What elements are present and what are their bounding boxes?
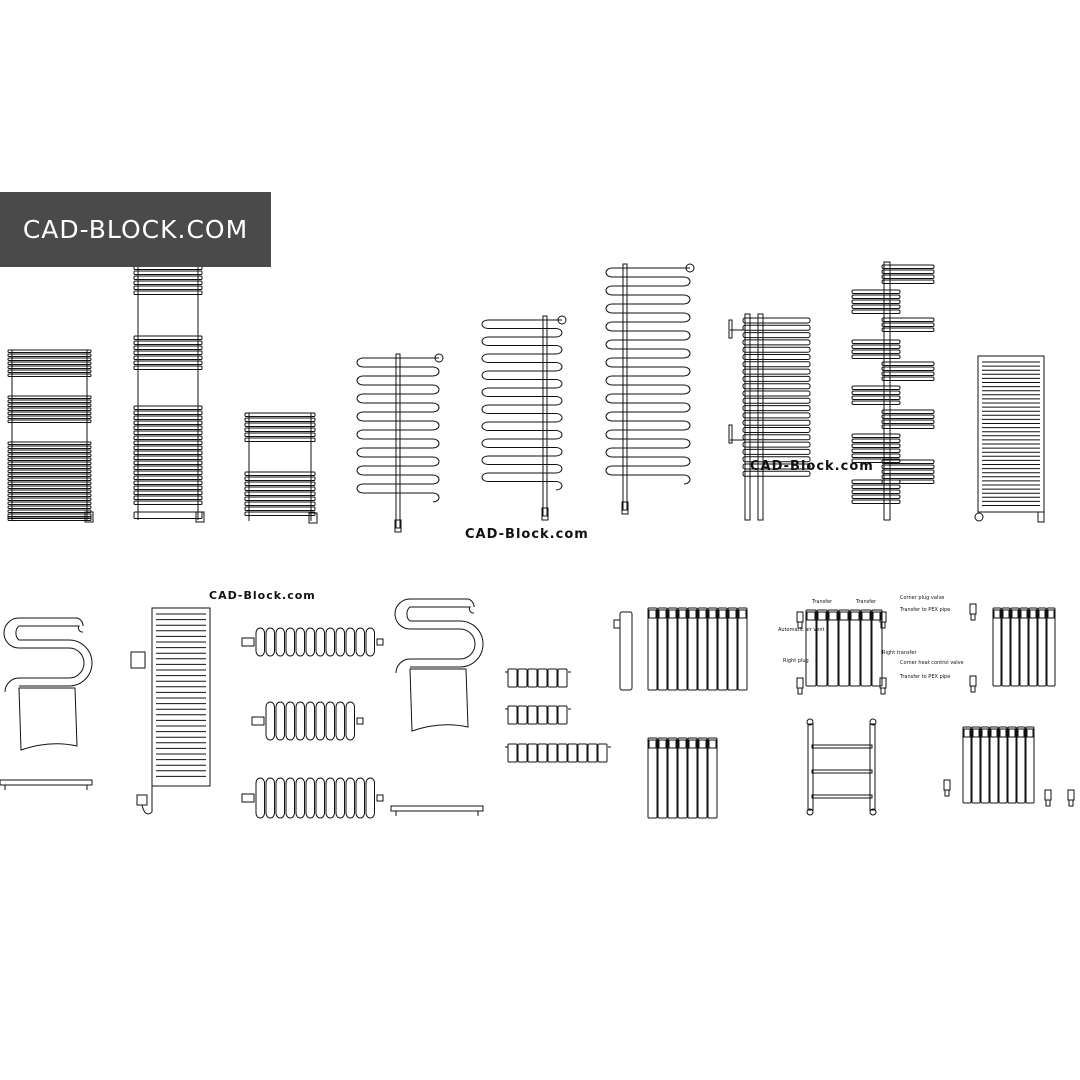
annotation-label: Corner plug valve [900,595,944,601]
sectional-radiator-3 [805,609,883,687]
panel-radiator-small-1 [505,668,571,688]
column-radiator-3 [241,777,384,819]
towel-radiator-6 [974,355,1045,523]
watermark: CAD-Block.com [465,527,589,542]
towel-rail-towel-2 [390,598,484,816]
radiator-side-view [613,611,633,691]
annotation-label: Transfer to PEX pipe [899,607,950,613]
towel-radiator-4 [728,313,811,521]
brand-banner: CAD-BLOCK.COM [0,192,271,267]
watermark: CAD-Block.com [750,459,874,474]
towel-radiator-5 [851,261,935,521]
annotation-label: Right transfer [882,650,917,656]
serpentine-radiator-1 [356,353,444,533]
sectional-radiator-1 [647,607,748,691]
annotation-label: Automatic air vent [778,627,825,633]
sectional-radiator-2 [647,737,718,819]
radiator-annotations: Transfer Transfer Corner plug valveTransfe… [778,595,964,680]
annotation-label: Corner heat control valve [900,660,964,666]
panel-radiator-small-3 [505,743,611,763]
ladder-rail-small [806,718,877,816]
towel-radiator-3 [244,412,318,524]
column-radiator-2 [251,701,364,741]
watermark: CAD-Block.com [209,589,316,602]
annotation-label: Transfer [811,599,833,605]
towel-radiator-2 [133,265,205,523]
panel-radiator-small-2 [505,705,571,725]
electric-towel-rail [130,607,211,815]
serpentine-radiator-3 [605,263,695,515]
valve-fittings [796,603,1075,807]
column-radiator-1 [241,627,384,657]
towel-radiator-1 [7,349,94,523]
sectional-radiator-5 [962,726,1035,804]
serpentine-radiator-2 [481,315,567,521]
annotation-label: Transfer [855,599,877,605]
annotation-label: Transfer to PEX pipe [899,674,950,680]
sectional-radiator-4 [992,607,1056,687]
annotation-label: Right plug [783,658,809,664]
towel-rail-towel-1 [0,617,93,790]
